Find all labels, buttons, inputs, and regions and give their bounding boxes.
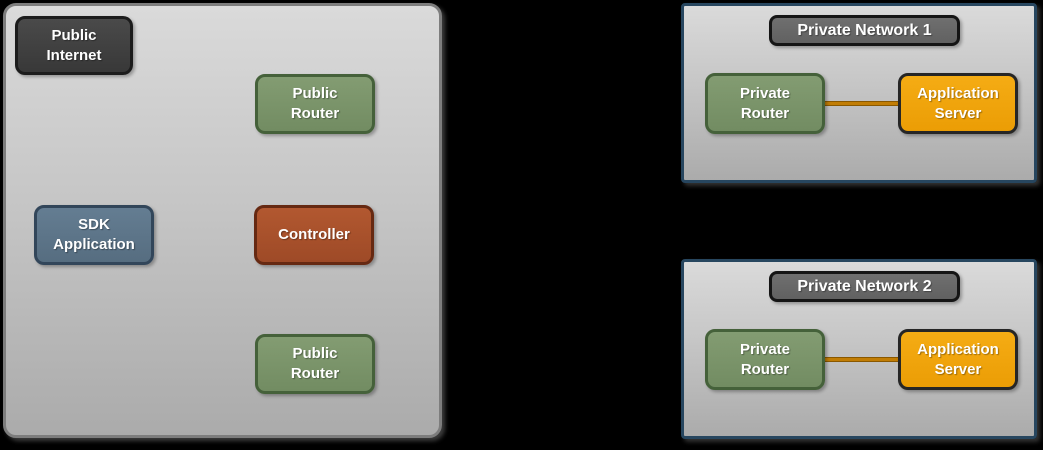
node-sdk-application: SDK Application: [34, 205, 154, 265]
node-public-internet: Public Internet: [15, 16, 133, 75]
private-network-1-zone: Private Network 1 Private Router Applica…: [681, 3, 1037, 183]
node-public-router-top: Public Router: [255, 74, 375, 134]
node-public-router-bottom: Public Router: [255, 334, 375, 394]
private-network-2-zone: Private Network 2 Private Router Applica…: [681, 259, 1037, 439]
private-network-1-title: Private Network 1: [769, 15, 960, 46]
router-server-connector-2: [825, 357, 898, 362]
node-application-server-2: Application Server: [898, 329, 1018, 390]
private-network-2-title: Private Network 2: [769, 271, 960, 302]
node-application-server-1: Application Server: [898, 73, 1018, 134]
node-private-router-1: Private Router: [705, 73, 825, 134]
node-private-router-2: Private Router: [705, 329, 825, 390]
router-server-connector-1: [825, 101, 898, 106]
node-controller: Controller: [254, 205, 374, 265]
public-internet-zone: Public Internet Public Router SDK Applic…: [3, 3, 442, 438]
